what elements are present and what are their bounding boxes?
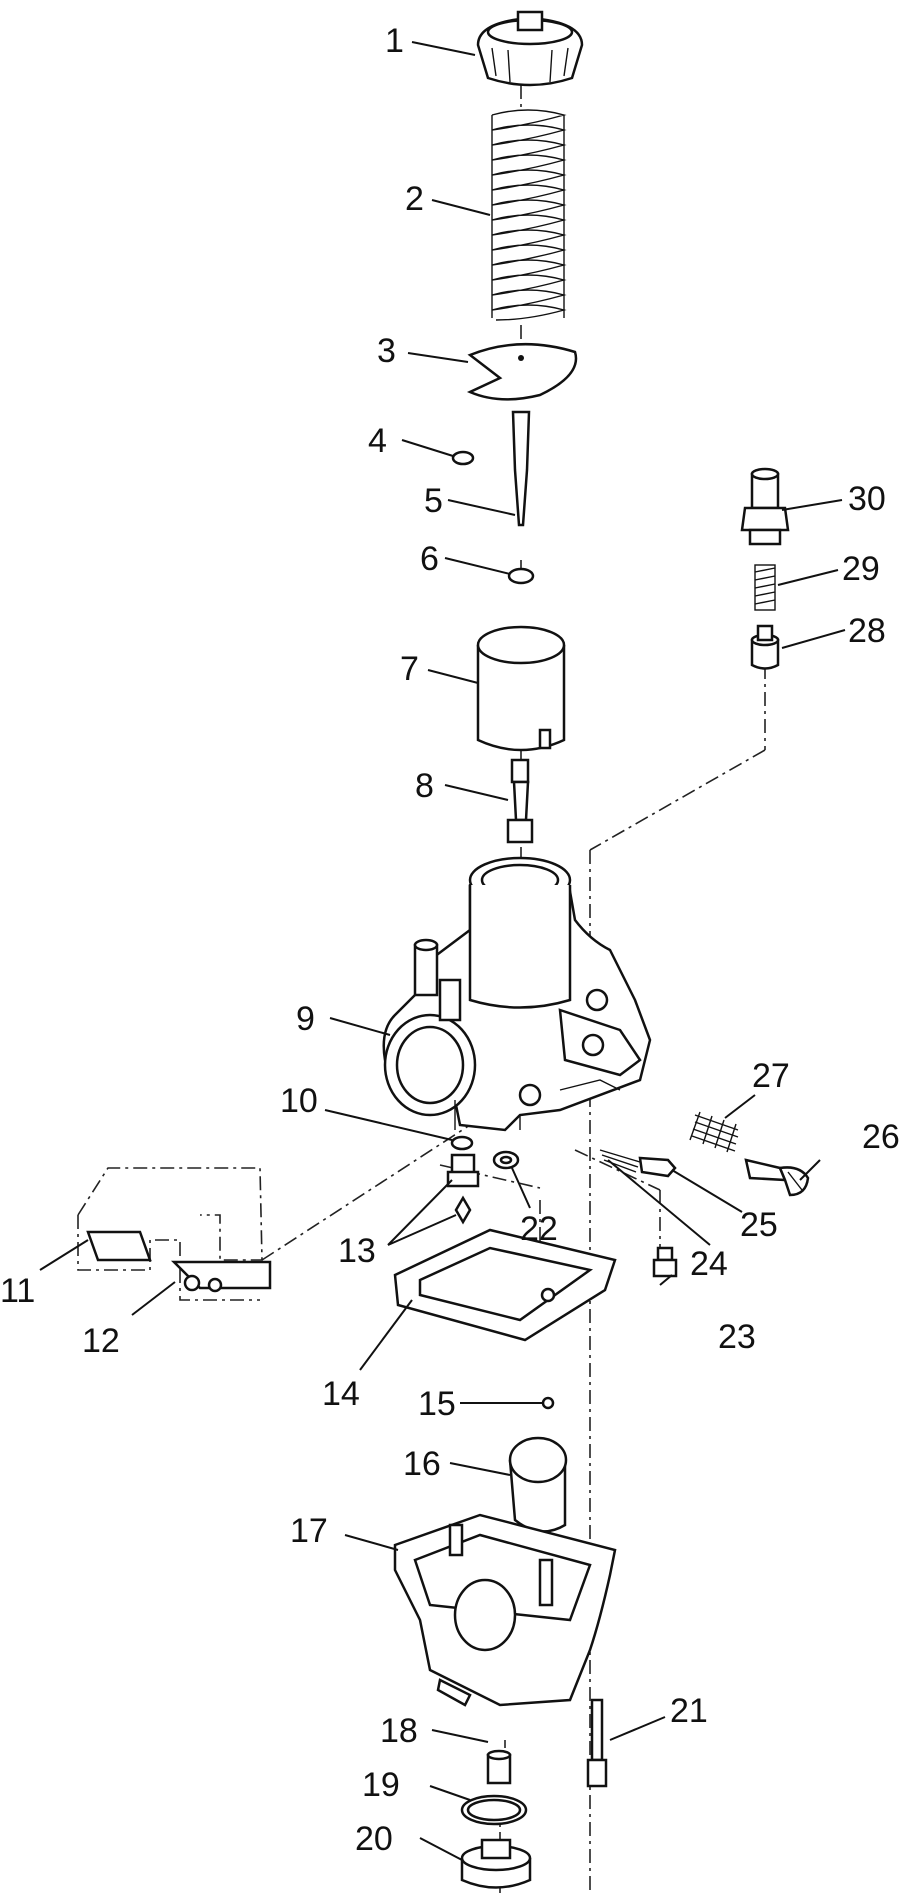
part-6-washer — [507, 567, 535, 585]
part-28-plunger — [750, 624, 780, 670]
part-16-float — [508, 1436, 568, 1533]
callout-27: 27 — [752, 1057, 790, 1095]
callout-22: 22 — [520, 1210, 558, 1248]
part-4-clip — [451, 450, 475, 466]
callout-29: 29 — [842, 550, 880, 588]
callout-9: 9 — [296, 1000, 315, 1038]
callout-15: 15 — [418, 1385, 456, 1423]
callout-1: 1 — [385, 22, 404, 60]
callout-30: 30 — [848, 480, 886, 518]
leader-lines — [39, 41, 846, 1861]
part-20-plug — [460, 1838, 532, 1889]
part-3-plate — [466, 342, 578, 401]
part-22-ring — [492, 1150, 520, 1170]
callout-2: 2 — [405, 180, 424, 218]
callout-21: 21 — [670, 1692, 708, 1730]
callout-8: 8 — [415, 767, 434, 805]
part-7-slide — [476, 625, 566, 752]
part-29-spring — [754, 564, 776, 611]
part-10-washer — [450, 1135, 474, 1151]
part-18-drain — [486, 1749, 512, 1785]
callout-13: 13 — [338, 1232, 376, 1270]
callout-25: 25 — [740, 1206, 778, 1244]
callout-12: 12 — [82, 1322, 120, 1360]
callout-17: 17 — [290, 1512, 328, 1550]
callout-23: 23 — [718, 1318, 756, 1356]
part-27-spring — [689, 1111, 739, 1153]
part-11-12-float-assembly — [77, 1167, 272, 1301]
callout-19: 19 — [362, 1766, 400, 1804]
callout-10: 10 — [280, 1082, 318, 1120]
callout-14: 14 — [322, 1375, 360, 1413]
part-15-ball — [541, 1396, 555, 1410]
callout-labels: 1 2 3 4 5 6 7 8 9 10 11 12 13 14 15 16 1… — [0, 22, 900, 1858]
callout-26: 26 — [862, 1118, 900, 1156]
callout-5: 5 — [424, 482, 443, 520]
part-14-gasket — [393, 1228, 617, 1342]
part-19-o-ring — [460, 1794, 528, 1826]
callout-16: 16 — [403, 1445, 441, 1483]
callout-24: 24 — [690, 1245, 728, 1283]
part-30-cap-nut — [740, 467, 790, 546]
callout-4: 4 — [368, 422, 387, 460]
part-1-cap — [476, 10, 584, 87]
part-9-body — [382, 856, 652, 1132]
part-13-needle-valve — [446, 1153, 480, 1225]
part-17-float-bowl — [393, 1513, 617, 1707]
callout-18: 18 — [380, 1712, 418, 1750]
part-5-needle — [511, 410, 531, 527]
callout-20: 20 — [355, 1820, 393, 1858]
part-23-fitting — [652, 1246, 678, 1278]
callout-3: 3 — [377, 332, 396, 370]
callout-7: 7 — [400, 650, 419, 688]
callout-28: 28 — [848, 612, 886, 650]
callout-11: 11 — [0, 1272, 35, 1310]
part-2-spring — [491, 109, 567, 321]
part-24-25-pilot-screw — [599, 1149, 677, 1178]
callout-6: 6 — [420, 540, 439, 578]
part-26-air-screw — [744, 1158, 810, 1197]
part-8-jet — [506, 758, 534, 844]
part-21-screw — [586, 1698, 608, 1788]
